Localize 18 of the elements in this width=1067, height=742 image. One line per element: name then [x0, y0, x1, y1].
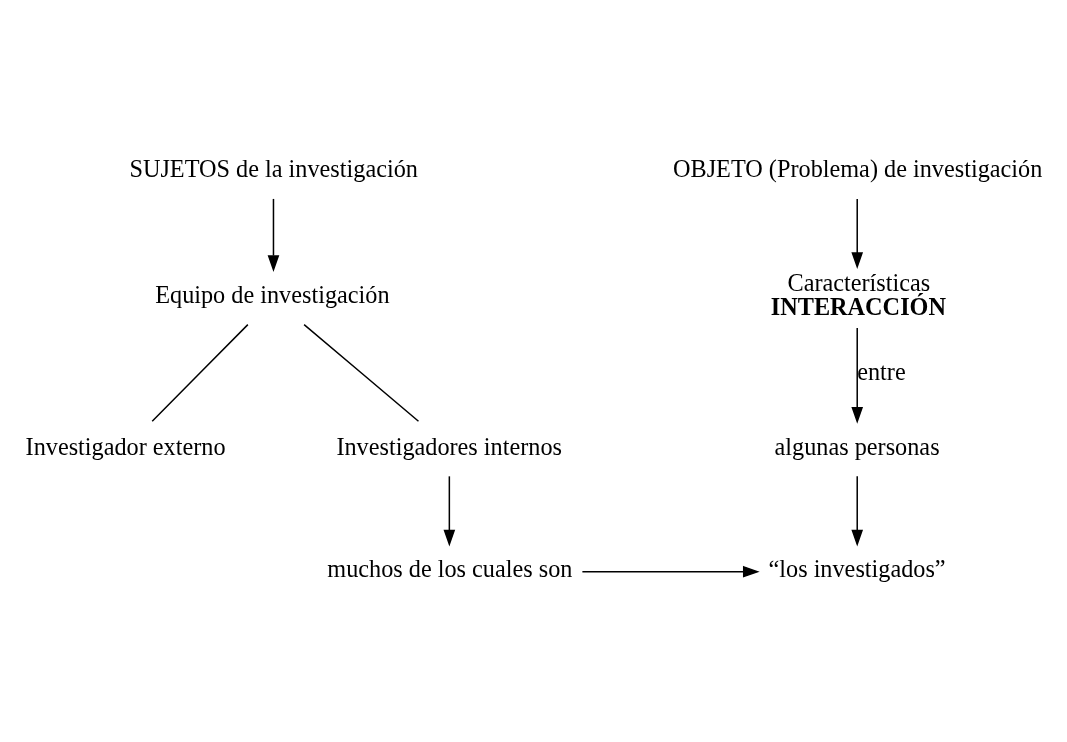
arrow	[851, 326, 864, 424]
arrow	[851, 475, 864, 546]
node-text: Investigador externo	[25, 432, 226, 460]
node-text: Equipo de investigación	[155, 280, 390, 308]
node-text: Investigadores internos	[336, 432, 562, 460]
node-text: algunas personas	[774, 432, 940, 460]
node-text: Características INTERACCIÓN	[770, 268, 946, 320]
arrow	[851, 197, 864, 269]
connector	[303, 323, 420, 422]
connector	[151, 323, 249, 422]
arrow	[581, 565, 760, 577]
node-text: OBJETO (Problema) de investigación	[672, 154, 1043, 182]
arrow	[267, 197, 280, 272]
edge-label: entre	[857, 357, 906, 385]
node-text: SUJETOS de la investigación	[129, 154, 418, 182]
node-text: “los investigados”	[768, 554, 946, 582]
arrow	[443, 475, 456, 546]
node-text: muchos de los cuales son	[327, 554, 573, 582]
